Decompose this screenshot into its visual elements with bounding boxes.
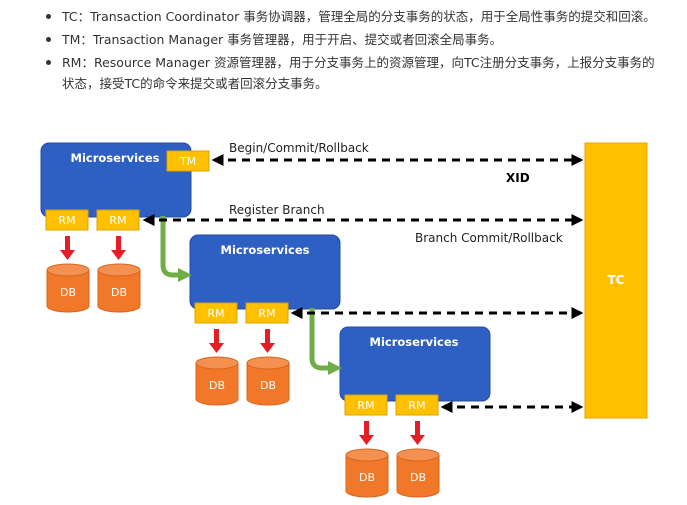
bullet-text-tc: TC：Transaction Coordinator 事务协调器，管理全局的分支… (62, 9, 656, 24)
bullet-dot (46, 37, 51, 42)
rm-group-3: RM RM (344, 394, 439, 416)
rm-box (45, 209, 89, 231)
green-flow-arrows (160, 216, 328, 371)
begin-commit-label: Begin/Commit/Rollback (229, 141, 369, 155)
bullet-item-rm: RM：Resource Manager 资源管理器，用于分支事务上的资源管理，向… (46, 52, 666, 94)
branch-commit-label: Branch Commit/Rollback (415, 231, 563, 245)
bullet-item-tm: TM：Transaction Manager 事务管理器，用于开启、提交或者回滚… (46, 29, 666, 50)
rm-box (194, 302, 238, 324)
dashed-arrows (142, 154, 584, 413)
rm-label: RM (58, 214, 75, 227)
rm-label: RM (408, 399, 425, 412)
tm-label: TM (179, 155, 196, 168)
db-label: DB (410, 471, 426, 484)
down-arrow-icon (410, 421, 425, 445)
bullet-list: TC：Transaction Coordinator 事务协调器，管理全局的分支… (46, 6, 666, 96)
rm-group-1: RM RM (45, 209, 140, 231)
bullet-item-tc: TC：Transaction Coordinator 事务协调器，管理全局的分支… (46, 6, 666, 27)
flow-arrow-1 (160, 216, 178, 278)
down-arrow-icon (111, 236, 126, 260)
tm-box (166, 150, 210, 172)
arrow-head-icon (178, 268, 192, 282)
db-label: DB (111, 286, 127, 299)
bullet-text-tm: TM：Transaction Manager 事务管理器，用于开启、提交或者回滚… (62, 32, 503, 47)
db-group-2: DB DB (195, 356, 290, 406)
rm-label: RM (357, 399, 374, 412)
microservice-label-1: Microservices (71, 151, 160, 165)
rm-label: RM (207, 307, 224, 320)
db-cylinder: DB (46, 263, 90, 313)
rm-box (245, 302, 289, 324)
xid-label: XID (506, 171, 530, 185)
rm-box (96, 209, 140, 231)
rm-group-2: RM RM (194, 302, 289, 324)
rm-label: RM (258, 307, 275, 320)
db-label: DB (260, 379, 276, 392)
down-arrow-icon (60, 236, 75, 260)
db-cylinder: DB (246, 356, 290, 406)
down-arrow-icon (209, 329, 224, 353)
bullet-text-rm: RM：Resource Manager 资源管理器，用于分支事务上的资源管理，向… (62, 55, 655, 91)
db-cylinder: DB (345, 448, 389, 498)
db-group-3: DB DB (345, 448, 440, 498)
down-arrow-icon (260, 329, 275, 353)
microservice-label-3: Microservices (370, 335, 459, 349)
rm-box (395, 394, 439, 416)
db-cylinder: DB (97, 263, 141, 313)
db-label: DB (359, 471, 375, 484)
tc-box (584, 142, 648, 419)
microservice-label-2: Microservices (221, 243, 310, 257)
flow-arrow-2 (309, 308, 328, 371)
rm-label: RM (109, 214, 126, 227)
down-arrow-icon (359, 421, 374, 445)
arrow-head-icon (328, 361, 342, 375)
db-cylinder: DB (396, 448, 440, 498)
db-cylinder: DB (195, 356, 239, 406)
bullet-dot (46, 60, 51, 65)
db-group-1: DB DB (46, 263, 141, 313)
tc-label: TC (608, 273, 625, 287)
rm-box (344, 394, 388, 416)
red-arrows (60, 236, 425, 445)
register-branch-label: Register Branch (229, 203, 325, 217)
db-label: DB (209, 379, 225, 392)
db-label: DB (60, 286, 76, 299)
bullet-dot (46, 14, 51, 19)
